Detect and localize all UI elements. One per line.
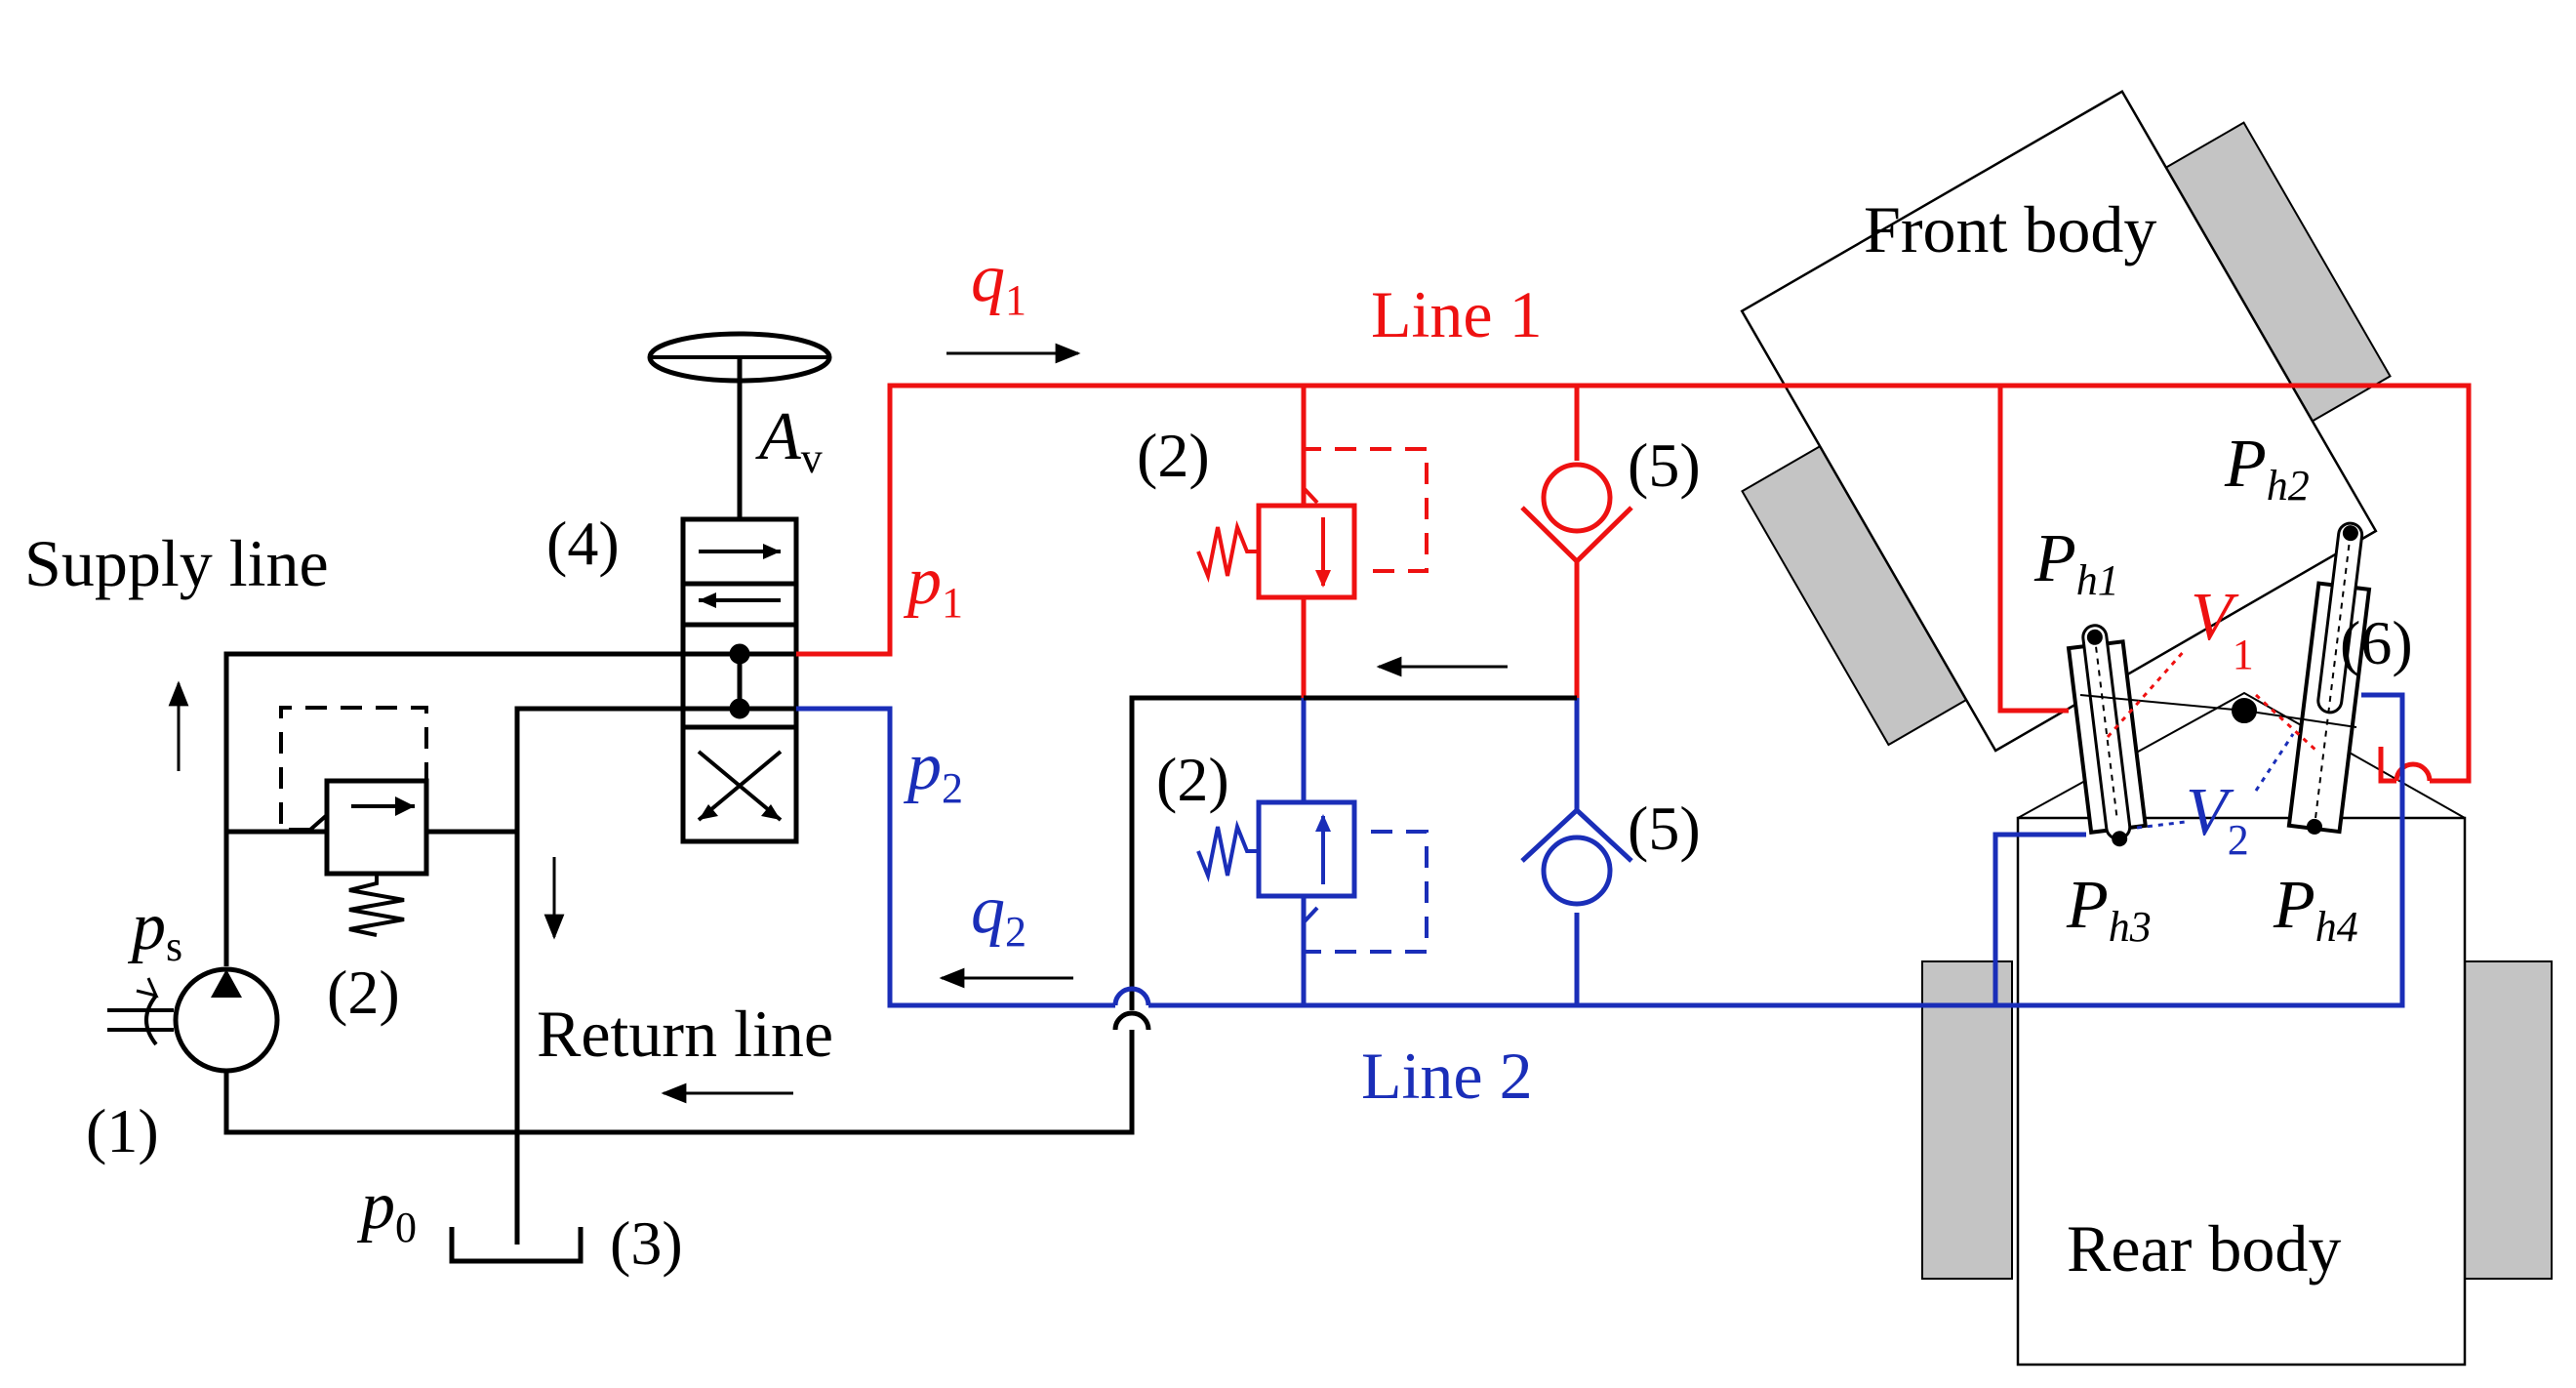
var-ps: ps: [127, 889, 182, 970]
relief-valve-line2: [1196, 799, 1429, 954]
rear-body-label: Rear body: [2067, 1211, 2341, 1286]
tank: [449, 1227, 584, 1264]
relief-valve-line1: [1196, 447, 1429, 600]
var-p1: p1: [903, 544, 963, 627]
var-ph3: Ph3: [2066, 868, 2152, 951]
relief-supply-number: (2): [327, 958, 400, 1027]
check-valve-line1: [1520, 462, 1633, 565]
var-v1: V1: [2191, 580, 2254, 678]
var-ph2: Ph2: [2224, 427, 2310, 510]
front-body-label: Front body: [1864, 192, 2156, 266]
relief-valve-supply: [279, 706, 429, 937]
rear-wheel-right: [2463, 960, 2553, 1280]
check-valve-line2: [1520, 806, 1633, 907]
relief-line1-number: (2): [1137, 421, 1210, 490]
cylinders-number: (6): [2340, 608, 2413, 677]
var-v2: V2: [2186, 775, 2249, 864]
line-1: [796, 383, 2472, 784]
flow-arrows: [168, 343, 1508, 1104]
front-body-frame: [1740, 89, 2378, 753]
line-2: [796, 692, 2405, 1008]
return-line: [514, 706, 740, 1245]
check-line1-number: (5): [1628, 430, 1701, 500]
supply-line-label: Supply line: [24, 526, 329, 600]
var-ph1: Ph1: [2033, 521, 2119, 604]
pump-number: (1): [86, 1096, 159, 1165]
pump-return: [223, 1030, 1135, 1135]
line2-label: Line 2: [1361, 1039, 1533, 1113]
var-q1: q1: [971, 241, 1026, 324]
var-ph4: Ph4: [2273, 868, 2358, 951]
steering-unit: [647, 331, 832, 844]
rear-body-frame: [2016, 816, 2467, 1367]
steering-valve-number: (4): [546, 509, 620, 578]
var-av: Av: [755, 399, 823, 482]
rear-body: [1921, 691, 2553, 1367]
chamber-indicators: [2106, 648, 2319, 830]
pump: [107, 966, 280, 1074]
tank-number: (3): [610, 1208, 683, 1278]
front-body: [1740, 89, 2392, 753]
var-p0: p0: [356, 1168, 417, 1251]
check-line2-number: (5): [1628, 794, 1701, 863]
var-p2: p2: [903, 729, 963, 812]
cylinder-left: [2066, 624, 2148, 847]
line1-label: Line 1: [1371, 277, 1543, 351]
supply-line: [223, 651, 740, 966]
relief-line2-number: (2): [1156, 745, 1229, 814]
cylinder-right: [2286, 521, 2372, 835]
rear-wheel-left: [1921, 960, 2013, 1280]
var-q2: q2: [971, 873, 1026, 956]
articulation-joint: [2079, 694, 2357, 728]
supply-return-lines: [223, 651, 1577, 1245]
return-line-label: Return line: [537, 997, 833, 1071]
